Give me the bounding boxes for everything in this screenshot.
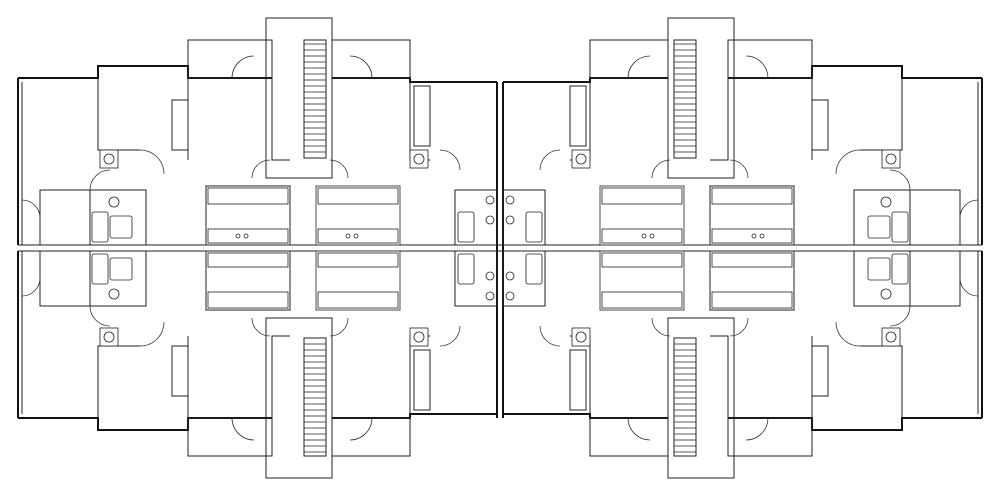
building-left xyxy=(17,17,498,479)
stair-treads-top xyxy=(303,39,327,159)
bath-cluster-top-left xyxy=(39,149,147,246)
building-right xyxy=(502,17,983,479)
row-bottom xyxy=(17,250,498,479)
row-top xyxy=(17,17,498,246)
stair-treads-bottom xyxy=(303,337,327,457)
kitchen-block-top-left xyxy=(205,185,401,246)
center-party-wall xyxy=(496,82,504,418)
central-corridor xyxy=(18,244,982,252)
bath-cluster-top-center xyxy=(409,149,498,246)
